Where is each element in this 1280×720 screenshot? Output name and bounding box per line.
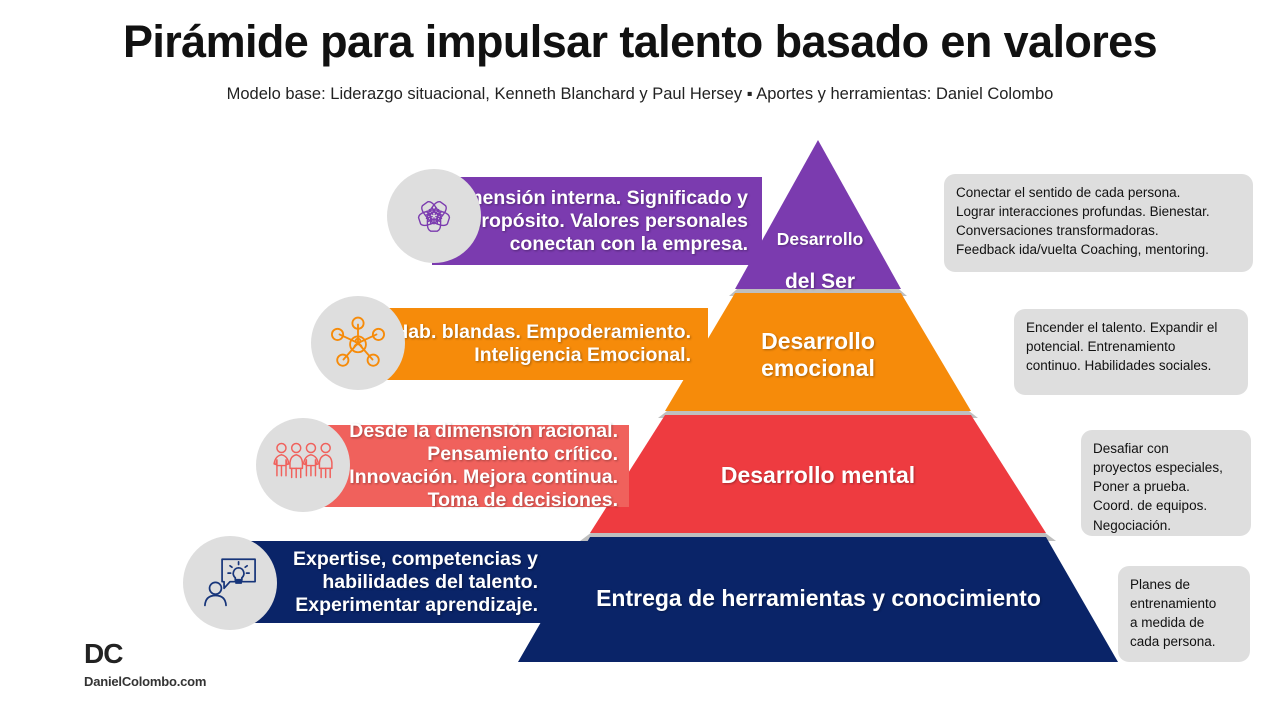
page-title: Pirámide para impulsar talento basado en…: [122, 16, 1158, 67]
banner-ser: Dimensión interna. Significado y propósi…: [432, 177, 762, 265]
banner-entrega-text: Expertise, competencias y habilidades de…: [293, 547, 538, 616]
network-hub-icon: [311, 296, 405, 390]
banner-emocional-text: Hab. blandas. Empoderamiento. Inteligenc…: [394, 321, 691, 366]
page-subtitle: Modelo base: Liderazgo situacional, Kenn…: [226, 85, 1054, 103]
logo-website: DanielColombo.com: [84, 674, 207, 689]
pyramid-tier-entrega: [518, 537, 1118, 662]
logo-monogram: DC: [84, 638, 123, 669]
callout-emocional: Encender el talento. Expandir el potenci…: [1014, 309, 1248, 395]
banner-emocional: Hab. blandas. Empoderamiento. Inteligenc…: [352, 308, 708, 380]
pyramid-tier-ser: [735, 140, 901, 289]
banner-ser-text: Dimensión interna. Significado y propósi…: [445, 186, 748, 255]
group-of-people-icon: [256, 418, 350, 512]
banner-entrega: Expertise, competencias y habilidades de…: [222, 541, 626, 623]
banner-mental-text: Desde la dimensión racional. Pensamiento…: [349, 420, 618, 511]
five-hands-teamwork-icon: [387, 169, 481, 263]
pyramid-tier-emocional: [665, 293, 971, 411]
callout-entrega: Planes de entrenamiento a medida de cada…: [1118, 566, 1250, 662]
brand-logo: DC DanielColombo.com: [84, 638, 207, 690]
callout-ser: Conectar el sentido de cada persona. Log…: [944, 174, 1253, 272]
person-lightbulb-idea-icon: [183, 536, 277, 630]
pyramid-tier-mental: [590, 415, 1046, 533]
callout-mental: Desafiar con proyectos especiales, Poner…: [1081, 430, 1251, 536]
